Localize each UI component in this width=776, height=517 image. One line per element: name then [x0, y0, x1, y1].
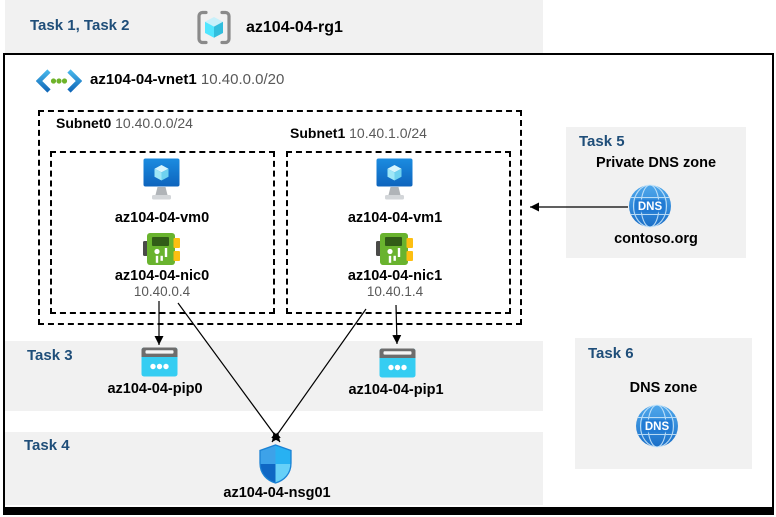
nic0-ip: 10.40.0.4: [133, 284, 191, 299]
task-5-label: Task 5: [579, 133, 625, 150]
resource-group-icon: [197, 10, 231, 45]
task-3-label: Task 3: [27, 347, 73, 364]
nic0-label: az104-04-nic0: [114, 268, 210, 284]
resource-group-label: az104-04-rg1: [246, 19, 343, 36]
vm0-virtual-machine-icon: [143, 158, 180, 205]
private-dns-zone-name: contoso.org: [614, 231, 698, 247]
dns-globe-icon: DNS: [635, 404, 679, 448]
vnet-name: az104-04-vnet1: [90, 71, 197, 88]
vm1-virtual-machine-icon: [376, 158, 413, 205]
nic1-label: az104-04-nic1: [347, 268, 443, 284]
task-6-label: Task 6: [588, 345, 634, 362]
network-security-group-shield-icon: [258, 444, 293, 484]
pip0-public-ip-icon: [141, 347, 178, 377]
task-1-2-band: Task 1, Task 2: [5, 0, 543, 53]
vnet-cidr: 10.40.0.0/20: [200, 71, 285, 88]
pip1-label: az104-04-pip1: [348, 382, 444, 398]
subnet0-label: Subnet0 10.40.0.0/24: [56, 115, 193, 131]
task-1-2-label: Task 1, Task 2: [30, 17, 130, 34]
task-4-label: Task 4: [24, 437, 70, 454]
nic1-ip: 10.40.1.4: [366, 284, 424, 299]
task-3-band: Task 3: [5, 341, 543, 411]
nic0-network-interface-icon: [143, 232, 180, 266]
vm1-label: az104-04-vm1: [347, 210, 443, 226]
dns-globe-icon: DNS: [628, 184, 672, 228]
pip1-public-ip-icon: [379, 348, 416, 378]
subnet1-label: Subnet1 10.40.1.0/24: [290, 125, 427, 141]
dns-icon-text: DNS: [645, 421, 670, 433]
subnet1-box: [286, 151, 511, 314]
subnet1-name: Subnet1: [290, 125, 346, 141]
subnet0-box: [50, 151, 275, 314]
subnet0-cidr: 10.40.0.0/24: [115, 115, 193, 131]
nic1-network-interface-icon: [376, 232, 413, 266]
task-5-box: Task 5 Private DNS zone DNS contoso.org: [566, 127, 746, 258]
private-dns-zone-title: Private DNS zone: [595, 155, 717, 171]
pip0-label: az104-04-pip0: [107, 381, 203, 397]
virtual-network-icon: [35, 69, 83, 93]
dns-zone-title: DNS zone: [629, 380, 698, 396]
nsg-label: az104-04-nsg01: [223, 485, 331, 501]
dns-icon-text: DNS: [638, 201, 663, 213]
vm0-label: az104-04-vm0: [114, 210, 210, 226]
subnet1-cidr: 10.40.1.0/24: [349, 125, 427, 141]
task-6-box: Task 6 DNS zone DNS: [575, 338, 752, 469]
subnet0-name: Subnet0: [56, 115, 112, 131]
vnet-title: az104-04-vnet1 10.40.0.0/20: [90, 71, 284, 88]
